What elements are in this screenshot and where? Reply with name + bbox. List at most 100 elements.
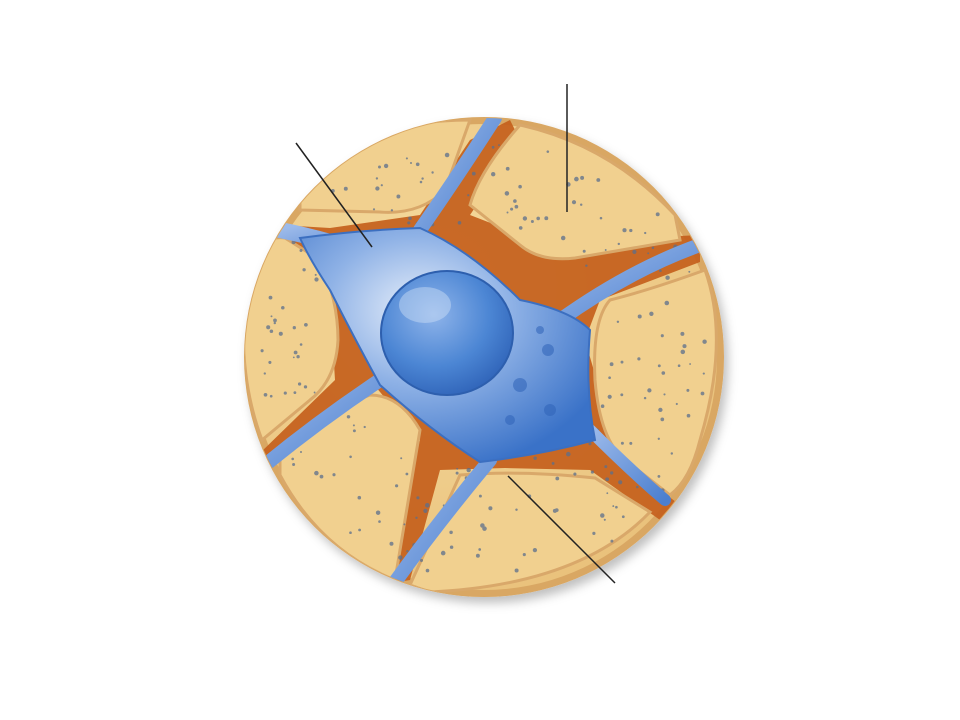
matrix-speckle [659,269,662,273]
matrix-speckle [415,516,418,519]
matrix-speckle [273,321,276,325]
matrix-speckle [332,473,336,477]
matrix-speckle [643,396,647,400]
matrix-speckle [571,200,577,205]
matrix-speckle [617,242,621,246]
matrix-speckle [403,523,406,526]
matrix-speckle [423,508,428,513]
matrix-speckle [478,548,482,551]
matrix-speckle [278,331,283,336]
matrix-speckle [592,531,596,535]
matrix-speckle [661,371,666,375]
matrix-speckle [270,315,273,318]
matrix-speckle [608,376,611,380]
matrix-speckle [281,305,285,310]
matrix-speckle [273,318,277,323]
matrix-speckle [293,391,297,395]
matrix-speckle [546,150,550,153]
matrix-speckle [349,531,352,535]
matrix-speckle [522,553,526,557]
matrix-speckle [449,530,453,535]
matrix-speckle [444,152,450,158]
matrix-speckle [618,480,623,485]
matrix-speckle [599,216,603,220]
matrix-speckles [260,144,707,573]
matrix-speckle [405,157,408,160]
matrix-speckle [651,246,655,250]
matrix-speckle [349,455,352,459]
matrix-speckle [658,407,663,413]
matrix-speckle [293,350,298,355]
matrix-speckle [600,404,605,408]
matrix-speckle [686,413,691,418]
matrix-speckle [585,264,588,267]
matrix-speckle [649,311,654,316]
matrix-speckle [363,425,366,429]
matrix-speckle [600,513,605,518]
matrix-speckle [449,545,454,549]
matrix-speckle [358,528,361,532]
matrix-speckle [506,211,509,214]
matrix-speckle [467,194,470,197]
matrix-speckle [378,520,381,523]
matrix-speckle [504,191,510,196]
matrix-speckle [657,437,660,440]
matrix-speckle [421,177,424,180]
matrix-speckle [622,228,627,233]
matrix-speckle [352,429,356,433]
matrix-speckle [573,472,577,476]
matrix-speckle [700,391,705,396]
matrix-speckle [522,216,528,221]
matrix-speckle [395,484,399,488]
matrix-speckle [554,508,559,513]
matrix-speckle [657,475,661,478]
matrix-speckle [378,165,381,169]
nucleus [380,270,514,396]
matrix-speckle [299,249,303,252]
matrix-speckle [664,300,670,306]
matrix-speckle [268,295,273,300]
matrix-speckle [415,162,420,167]
matrix-speckle [475,553,480,558]
matrix-speckle [574,176,579,182]
matrix-speckle [400,457,403,460]
matrix-speckle [579,203,583,206]
matrix-speckle [629,441,633,445]
matrix-speckle [609,362,614,367]
nucleus-highlight [399,287,451,323]
matrix-speckle [408,216,412,221]
matrix-speckle [606,492,609,495]
matrix-speckle [263,392,268,397]
matrix-speckle [582,249,586,253]
matrix-speckle [655,212,660,217]
matrix-speckle [375,510,381,515]
matrix-speckle [375,186,380,191]
matrix-speckle [304,322,308,327]
matrix-speckle [629,228,633,233]
matrix-speckle [299,343,303,346]
matrix-speckle [396,194,401,199]
matrix-speckle [530,220,534,223]
matrix-speckle [660,417,665,422]
matrix-speckle [383,163,389,169]
matrix-speckle [555,476,560,481]
matrix-speckle [491,145,495,149]
matrix-speckle [372,208,376,211]
matrix-speckle [292,326,296,330]
matrix-speckle [612,505,615,508]
matrix-speckle [505,166,510,171]
matrix-speckle [702,339,707,344]
leader-lines [295,84,616,584]
matrix-speckle [314,277,319,282]
matrix-speckle [269,329,274,333]
matrix-speckle [419,558,424,562]
cytoplasm-spots [505,326,556,425]
matrix-speckle [670,452,674,455]
matrix-speckle [269,394,273,398]
matrix-speckle [352,424,355,427]
matrix-speckle [510,207,514,211]
matrix-speckle [313,391,316,394]
matrix-speckle [604,249,607,251]
matrix-speckle [291,457,295,461]
matrix-speckle [615,505,618,509]
